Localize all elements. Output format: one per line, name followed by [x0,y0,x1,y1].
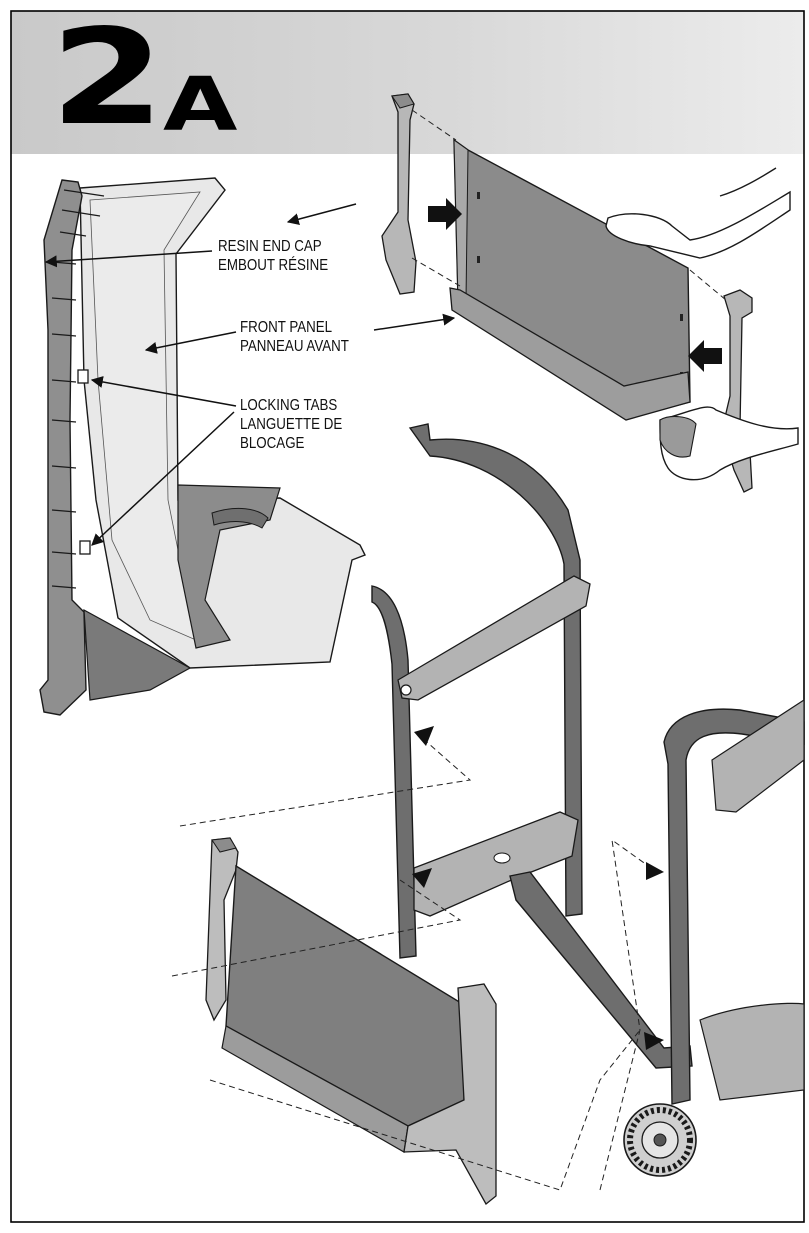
leader-resin-end-cap-detail [44,250,213,268]
push-arrow-right [688,340,722,372]
cart-frame [371,423,805,1177]
label-front-panel-en: FRONT PANEL [240,319,333,336]
end-cap-foot [83,608,192,701]
step-number: 2 [50,1,165,155]
label-locking-tabs: LOCKING TABS LANGUETTE DE BLOCAGE [240,396,342,453]
bottom-end-cap-left-top [211,837,237,853]
panel-assembly-bottom [205,837,497,1205]
assembly-guide-lines [171,735,655,1191]
detail-panel-with-end-cap [39,177,366,716]
label-front-panel: FRONT PANEL PANNEAU AVANT [240,318,349,356]
forearm-upper [719,167,777,197]
leader-resin-end-cap-main [286,203,357,226]
label-resin-end-cap-en: RESIN END CAP [218,238,322,255]
locking-tab-lower [79,540,91,555]
hand-upper [605,190,791,259]
cart-wheel [623,1103,697,1177]
frame-right-side [663,708,805,1105]
label-resin-end-cap: RESIN END CAP EMBOUT RÉSINE [218,237,328,275]
frame-lower-crossbar [413,811,579,917]
end-cap-left [381,93,417,295]
frame-upper-crossbar [397,575,591,701]
leader-locking-tab-lower [91,411,235,546]
end-cap-left-top [391,93,415,109]
panel-tray-shadow [177,484,281,649]
front-panel-edge [453,139,469,301]
frame-front-leg [371,585,417,959]
callout-leaders [44,203,456,546]
panel-lip [211,507,269,529]
leader-front-panel-detail [144,331,237,354]
label-locking-tabs-fr-1: LANGUETTE DE [240,416,343,433]
label-front-panel-fr: PANNEAU AVANT [240,338,349,355]
leader-locking-tab-upper [90,376,237,407]
label-resin-end-cap-fr: EMBOUT RÉSINE [218,257,329,274]
leader-front-panel-main [373,313,456,331]
end-cap-held [659,415,697,458]
frame-bottom-rail [509,871,693,1069]
resin-end-cap [39,179,87,716]
push-arrow-left [428,198,462,230]
step-letter: A [163,62,238,148]
bottom-end-cap-right [403,983,497,1205]
alignment-lines-top [411,109,727,301]
crossbar-bolt [400,684,412,696]
frame-base-plate [699,1002,805,1101]
page-border [10,10,805,1223]
front-panel-tray [449,287,691,421]
frame-right-top-rail [711,698,805,813]
frame-rear-arch [408,423,583,917]
locking-tab-upper [77,369,89,384]
guide-arrowheads [412,726,664,1050]
label-locking-tabs-en: LOCKING TABS [240,397,338,414]
lower-crossbar-hole [493,852,511,864]
label-locking-tabs-fr-2: BLOCAGE [240,435,305,452]
panel-assembly-top [381,93,799,493]
